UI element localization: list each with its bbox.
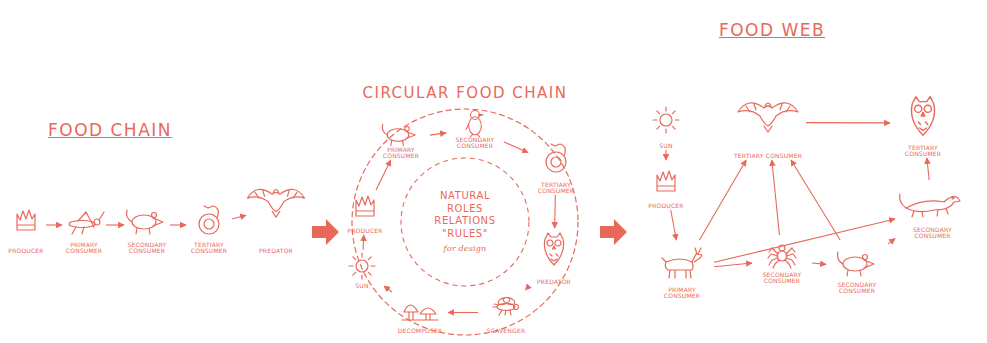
producer-icon [17, 210, 35, 230]
eagle-icon [248, 189, 305, 217]
snake-icon [546, 144, 566, 172]
food-arrow [714, 219, 895, 262]
node-label: for design [444, 245, 487, 254]
organism-node: PRODUCER [6, 195, 46, 255]
rodent-icon [127, 210, 163, 234]
organism-node: PRIMARY CONSUMER [650, 240, 714, 300]
food-arrow [376, 160, 391, 190]
food-arrow [791, 160, 840, 240]
node-label: SCAVENGER [487, 328, 526, 335]
organism-node: TERTIARY CONSUMER [890, 88, 956, 158]
deer-icon [662, 248, 702, 278]
weasel-icon [900, 194, 960, 217]
node-label: PRIMARY CONSUMER [372, 147, 430, 160]
panel-arrow [312, 219, 339, 245]
organism-node: TERTIARY CONSUMER [186, 195, 232, 255]
food-arrow [170, 224, 186, 225]
dashed-circle [401, 158, 529, 286]
node-label: TERTIARY CONSUMER [186, 242, 232, 255]
food-arrow [362, 235, 364, 250]
node-label: NATURAL ROLES RELATIONS "RULES" [428, 190, 502, 240]
organism-node: PRODUCER [640, 160, 692, 210]
food-arrow [699, 160, 746, 240]
node-label: DECOMPOSER [398, 328, 443, 335]
organism-node: SUN [645, 100, 687, 150]
sun-icon [653, 107, 679, 133]
node-label: SECONDARY CONSUMER [752, 272, 812, 285]
insect-icon [69, 212, 104, 234]
spider-icon [768, 245, 796, 268]
node-label: PRIMARY CONSUMER [62, 242, 106, 255]
organism-node: DECOMPOSER [392, 290, 448, 335]
organism-node: SCAVENGER [478, 290, 534, 335]
node-label: SUN [659, 143, 672, 150]
panel-arrow [600, 219, 627, 245]
mushroom-icon [402, 305, 438, 320]
food-arrow [927, 158, 929, 180]
node-label: SECONDARY CONSUMER [826, 282, 888, 295]
organism-node: PREDATOR [528, 228, 580, 286]
sun-icon [349, 253, 375, 279]
organism-node: SUN [340, 250, 384, 290]
panel-heading: CIRCULAR FOOD CHAIN [345, 84, 585, 102]
organism-node: TERTIARY CONSUMER [730, 85, 806, 160]
food-arrow [46, 224, 62, 225]
organism-node: SECONDARY CONSUMER [752, 235, 812, 285]
food-arrow [504, 142, 528, 153]
organism-node: SECONDARY CONSUMER [895, 180, 970, 240]
organism-node: PREDATOR [246, 160, 306, 255]
food-arrow [714, 263, 752, 267]
food-arrow [106, 224, 124, 225]
snake-icon [199, 206, 219, 234]
food-arrow [806, 122, 890, 123]
node-label: SECONDARY CONSUMER [124, 242, 170, 255]
node-label: PRIMARY CONSUMER [650, 287, 714, 300]
food-arrow [665, 150, 666, 160]
fly-icon [493, 296, 519, 315]
organism-node: SECONDARY CONSUMER [446, 108, 504, 150]
node-label: PRODUCER [8, 248, 43, 255]
owl-icon [911, 97, 934, 135]
node-label: SECONDARY CONSUMER [895, 227, 970, 240]
food-arrow [888, 239, 895, 244]
penguin-icon [466, 111, 483, 137]
organism-node: PRIMARY CONSUMER [372, 118, 430, 160]
food-arrow [772, 160, 780, 235]
food-arrow [671, 210, 677, 240]
panel-heading: FOOD WEB [712, 20, 832, 40]
owl-icon [544, 233, 563, 265]
node-label: TERTIARY CONSUMER [890, 145, 956, 158]
organism-node: TERTIARY CONSUMER [528, 135, 584, 195]
eagle-icon [738, 103, 798, 132]
panel-heading: FOOD CHAIN [40, 120, 180, 140]
organism-node: SECONDARY CONSUMER [826, 240, 888, 295]
node-label: SECONDARY CONSUMER [446, 137, 504, 150]
food-arrow [812, 263, 826, 264]
outer-dashed-circle [352, 109, 578, 335]
food-arrow [430, 133, 446, 135]
node-label: SUN [355, 283, 368, 290]
node-label: TERTIARY CONSUMER [528, 182, 584, 195]
mouse-icon [838, 252, 874, 276]
food-arrow [384, 286, 392, 292]
food-arrow [448, 312, 478, 313]
center-circle-node: NATURAL ROLES RELATIONS "RULES" for desig… [400, 157, 530, 287]
node-label: PREDATOR [259, 248, 293, 255]
producer-icon [356, 196, 374, 216]
food-arrow [525, 286, 528, 290]
rodent-icon [382, 124, 415, 146]
node-label: PRODUCER [648, 203, 683, 210]
node-label: PRODUCER [347, 228, 382, 235]
food-arrow [554, 195, 556, 228]
organism-node: SECONDARY CONSUMER [124, 195, 170, 255]
node-label: TERTIARY CONSUMER [734, 153, 802, 160]
organism-node: PRODUCER [340, 190, 390, 235]
organism-node: PRIMARY CONSUMER [62, 195, 106, 255]
food-arrow [232, 215, 246, 219]
producer-icon [657, 171, 675, 191]
node-label: PREDATOR [537, 279, 571, 286]
